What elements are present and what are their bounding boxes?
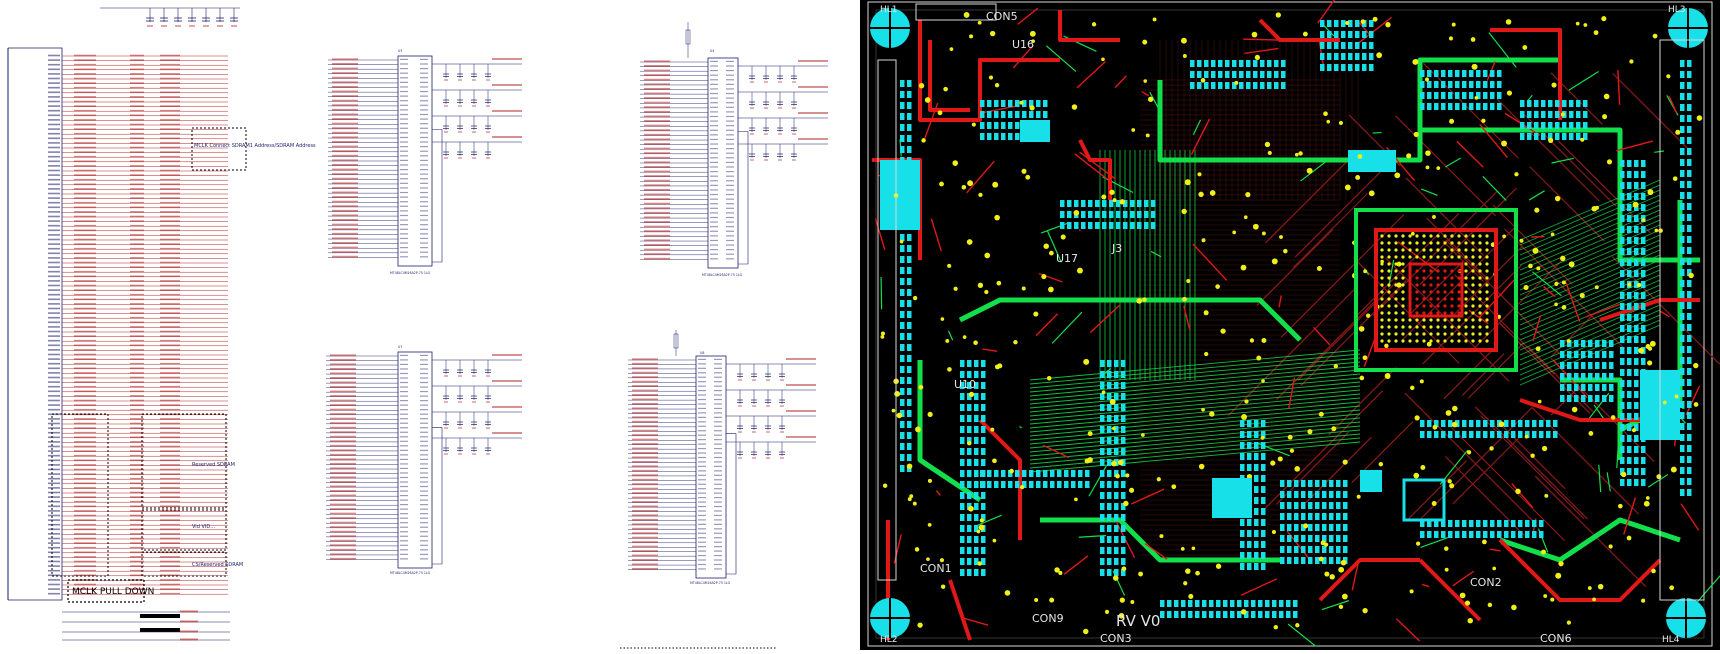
refdes-con1: CON1 (920, 562, 952, 575)
vid-note: Vid VID... (192, 524, 215, 530)
pcb-canvas: HL1 HL2 HL3 HL4 CON5 U16 U17 CON1 CON9 C… (860, 0, 1720, 650)
left-bus-rows (48, 55, 228, 595)
bar-2 (140, 628, 180, 632)
top-decoupling-caps (100, 8, 240, 26)
schematic-view[interactable]: MCLK Connect SDRAM1 Address/SDRAM Addres… (0, 0, 860, 650)
chip-ref-u7: U7 (398, 345, 402, 349)
mount-hole-hl2 (870, 598, 910, 638)
mount-hole-hl4 (1666, 598, 1706, 638)
refdes-con2: CON2 (1470, 576, 1502, 589)
qfn-chip-1[interactable] (1212, 478, 1252, 518)
chip-ref-u8: U8 (700, 351, 704, 355)
hl2-label: HL2 (880, 635, 898, 645)
csx-note: CS/Reserved SDRAM (192, 562, 243, 568)
sdram-chip-u8[interactable] (628, 330, 816, 578)
sdram-chip-u4[interactable] (640, 22, 828, 268)
hl4-label: HL4 (1662, 635, 1680, 645)
hl1-label: HL1 (880, 5, 898, 15)
reserved-note-1: Reserved SDRAM (192, 462, 235, 468)
refdes-u17: U17 (1056, 252, 1078, 265)
sdram-chip-u3[interactable] (328, 56, 522, 266)
pcb-layout-view[interactable]: HL1 HL2 HL3 HL4 CON5 U16 U17 CON1 CON9 C… (860, 0, 1720, 650)
connector-note: MCLK Connect SDRAM1 Address/SDRAM Addres… (194, 143, 316, 149)
refdes-u10: U10 (954, 378, 976, 391)
chip-part-u7: MT48LC4M16A2P-75 1LG (390, 571, 431, 575)
refdes-j3: J3 (1111, 242, 1122, 255)
silk-version: RV V0 (1116, 612, 1160, 630)
refdes-con3: CON3 (1100, 632, 1132, 645)
refdes-con5: CON5 (986, 10, 1018, 23)
refdes-con9: CON9 (1032, 612, 1064, 625)
hl3-label: HL3 (1668, 5, 1686, 15)
sdram-chip-u7[interactable] (326, 352, 522, 568)
chip-part-u4: MT48LC4M16A2P-75 1LG (702, 273, 743, 277)
chip-ref-u4: U4 (710, 49, 714, 53)
chip-part-u8: MT48LC4M16A2P-75 1LG (690, 581, 731, 585)
chip-part-u3: MT48LC4M16A2P-75 1LG (390, 271, 431, 275)
mclk-pull-down-label: MCLK PULL DOWN (72, 587, 154, 597)
schematic-canvas: MCLK Connect SDRAM1 Address/SDRAM Addres… (0, 0, 860, 650)
chip-ref-u3: U3 (398, 49, 402, 53)
refdes-con6: CON6 (1540, 632, 1572, 645)
bar-1 (140, 614, 180, 618)
left-connector-outline (8, 48, 62, 600)
refdes-u16-a: U16 (1012, 38, 1034, 51)
